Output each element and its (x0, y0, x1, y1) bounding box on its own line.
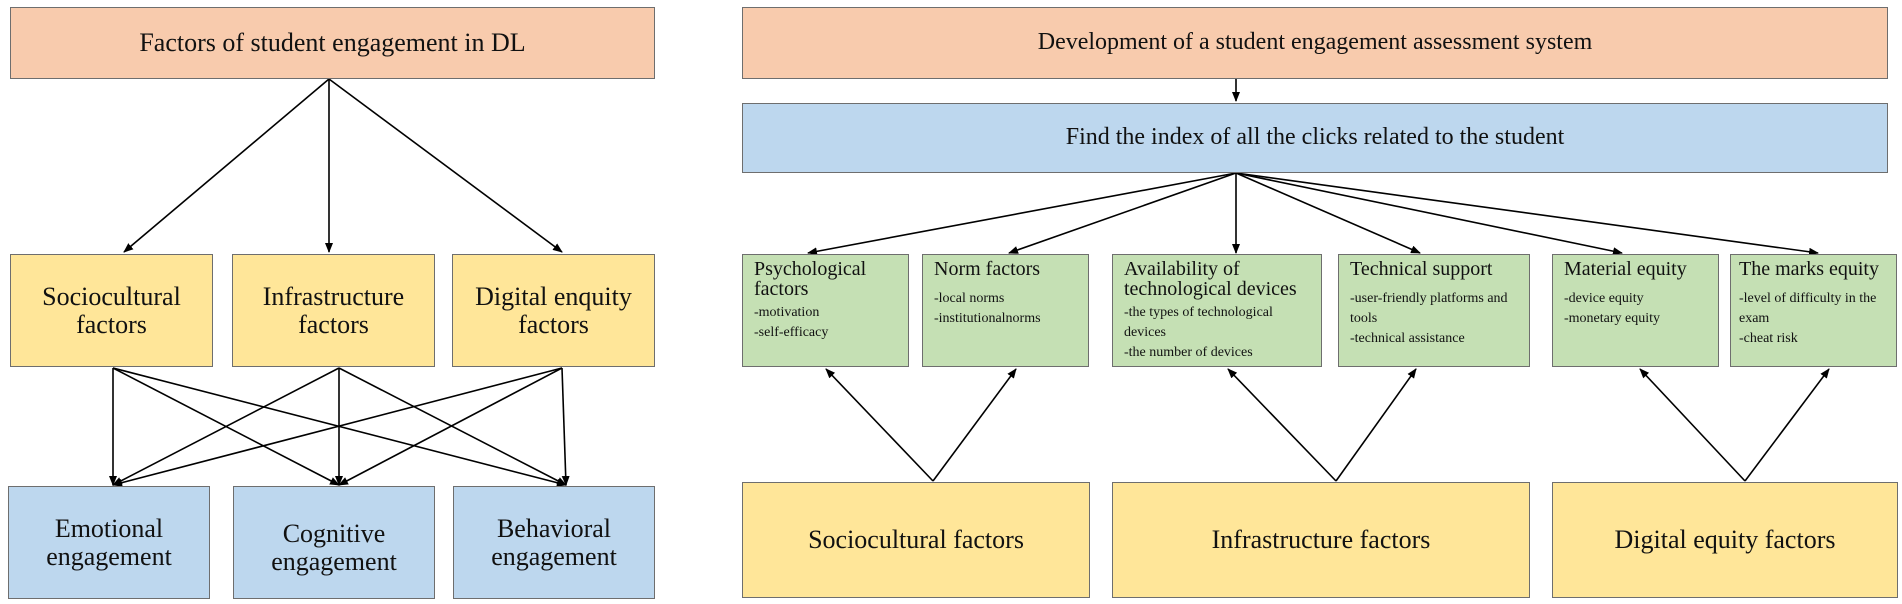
engagement-label-line1: Behavioral (496, 514, 612, 544)
factor-label-line2: factors (518, 309, 589, 339)
subfactor-title: Availability of (1124, 258, 1240, 280)
bottom-factor-label: Digital equity factors (1614, 525, 1836, 555)
subfactor-box-material-equity: Material equity -device equity -monetary… (1552, 254, 1719, 367)
arrow-index-to-norm (1008, 172, 1237, 254)
subfactor-title: Technical support (1350, 258, 1493, 280)
subfactor-box-psychological: Psychological factors -motivation -self-… (742, 254, 909, 367)
engagement-label-line2: engagement (46, 541, 172, 571)
arrow-index-to-marks (1235, 172, 1819, 256)
subfactor-item: -cheat risk (1739, 331, 1798, 347)
engagement-box-cognitive: Cognitive engagement (233, 486, 435, 599)
left-title-box: Factors of student engagement in DL (10, 7, 655, 79)
subfactor-item: -the types of technological (1124, 304, 1273, 320)
left-title: Factors of student engagement in DL (139, 28, 526, 58)
index-box: Find the index of all the clicks related… (742, 103, 1888, 173)
subfactor-item: -device equity (1564, 291, 1644, 307)
arrow-infra-to-behavioral (338, 367, 567, 486)
arrow-title-to-digital (328, 78, 563, 253)
subfactor-title: Material equity (1564, 258, 1687, 280)
subfactor-item: devices (1124, 324, 1166, 340)
subfactor-item: -technical assistance (1350, 331, 1465, 347)
subfactor-item: tools (1350, 311, 1378, 327)
subfactor-box-technical-support: Technical support -user-friendly platfor… (1338, 254, 1530, 367)
arrow-digital-to-marks (1744, 368, 1830, 482)
factor-box-sociocultural: Sociocultural factors (10, 254, 213, 367)
subfactor-box-availability: Availability of technological devices -t… (1112, 254, 1322, 367)
right-title-box: Development of a student engagement asse… (742, 7, 1888, 79)
bottom-factor-infrastructure: Infrastructure factors (1112, 482, 1530, 598)
subfactor-title: Psychological (754, 258, 867, 280)
subfactor-title-line2: factors (754, 278, 809, 301)
factor-label-line2: factors (76, 309, 147, 339)
factor-box-infrastructure: Infrastructure factors (232, 254, 435, 367)
bottom-factor-label: Infrastructure factors (1211, 525, 1431, 555)
subfactor-item: -local norms (934, 291, 1005, 307)
factor-label-line1: Sociocultural (42, 282, 181, 312)
engagement-label-line1: Emotional (54, 514, 164, 544)
engagement-box-behavioral: Behavioral engagement (453, 486, 655, 599)
arrow-infra-to-availability (1227, 368, 1337, 482)
subfactor-title: The marks equity (1739, 258, 1879, 280)
arrow-infra-to-emotional (112, 367, 340, 486)
subfactor-item: -institutionalnorms (934, 311, 1041, 327)
subfactor-item: -self-efficacy (754, 324, 829, 340)
subfactor-item: -level of difficulty in the (1739, 291, 1877, 307)
subfactor-item: exam (1739, 311, 1770, 327)
arrow-title-to-sociocultural (123, 78, 330, 253)
factor-box-digital-enquity: Digital enquity factors (452, 254, 655, 367)
subfactor-item: -user-friendly platforms and (1350, 291, 1508, 307)
arrow-digital-to-emotional (112, 367, 563, 487)
factor-label-line1: Infrastructure (262, 282, 405, 312)
subfactor-item: -monetary equity (1564, 311, 1661, 327)
right-title: Development of a student engagement asse… (1037, 29, 1593, 56)
engagement-label-line2: engagement (491, 541, 617, 571)
arrow-socio-to-norm (932, 368, 1017, 482)
engagement-box-emotional: Emotional engagement (8, 486, 210, 599)
index-box-label: Find the index of all the clicks related… (1065, 124, 1565, 151)
subfactor-title-line2: technological devices (1124, 278, 1297, 301)
engagement-label-line2: engagement (271, 546, 397, 576)
arrow-digital-to-material (1639, 368, 1746, 482)
subfactor-title: Norm factors (934, 258, 1041, 280)
bottom-factor-label: Sociocultural factors (808, 525, 1024, 555)
subfactor-item: -the number of devices (1124, 344, 1253, 360)
bottom-factor-sociocultural: Sociocultural factors (742, 482, 1090, 598)
arrow-index-to-technical (1235, 172, 1421, 254)
arrow-infra-to-technical (1335, 368, 1417, 482)
subfactor-item: -motivation (754, 304, 820, 320)
arrow-socio-to-psychological (825, 368, 934, 482)
factor-label-line1: Digital enquity (475, 282, 632, 312)
bottom-factor-digital-equity: Digital equity factors (1552, 482, 1898, 598)
arrow-index-to-material (1235, 172, 1623, 256)
arrow-index-to-psychological (807, 172, 1237, 256)
arrow-digital-to-behavioral (561, 367, 570, 486)
arrow-digital-to-cognitive (338, 367, 563, 486)
factor-label-line2: factors (298, 309, 369, 339)
engagement-label-line1: Cognitive (282, 519, 386, 549)
subfactor-box-marks-equity: The marks equity -level of difficulty in… (1730, 254, 1897, 367)
subfactor-box-norm: Norm factors -local norms -institutional… (922, 254, 1089, 367)
